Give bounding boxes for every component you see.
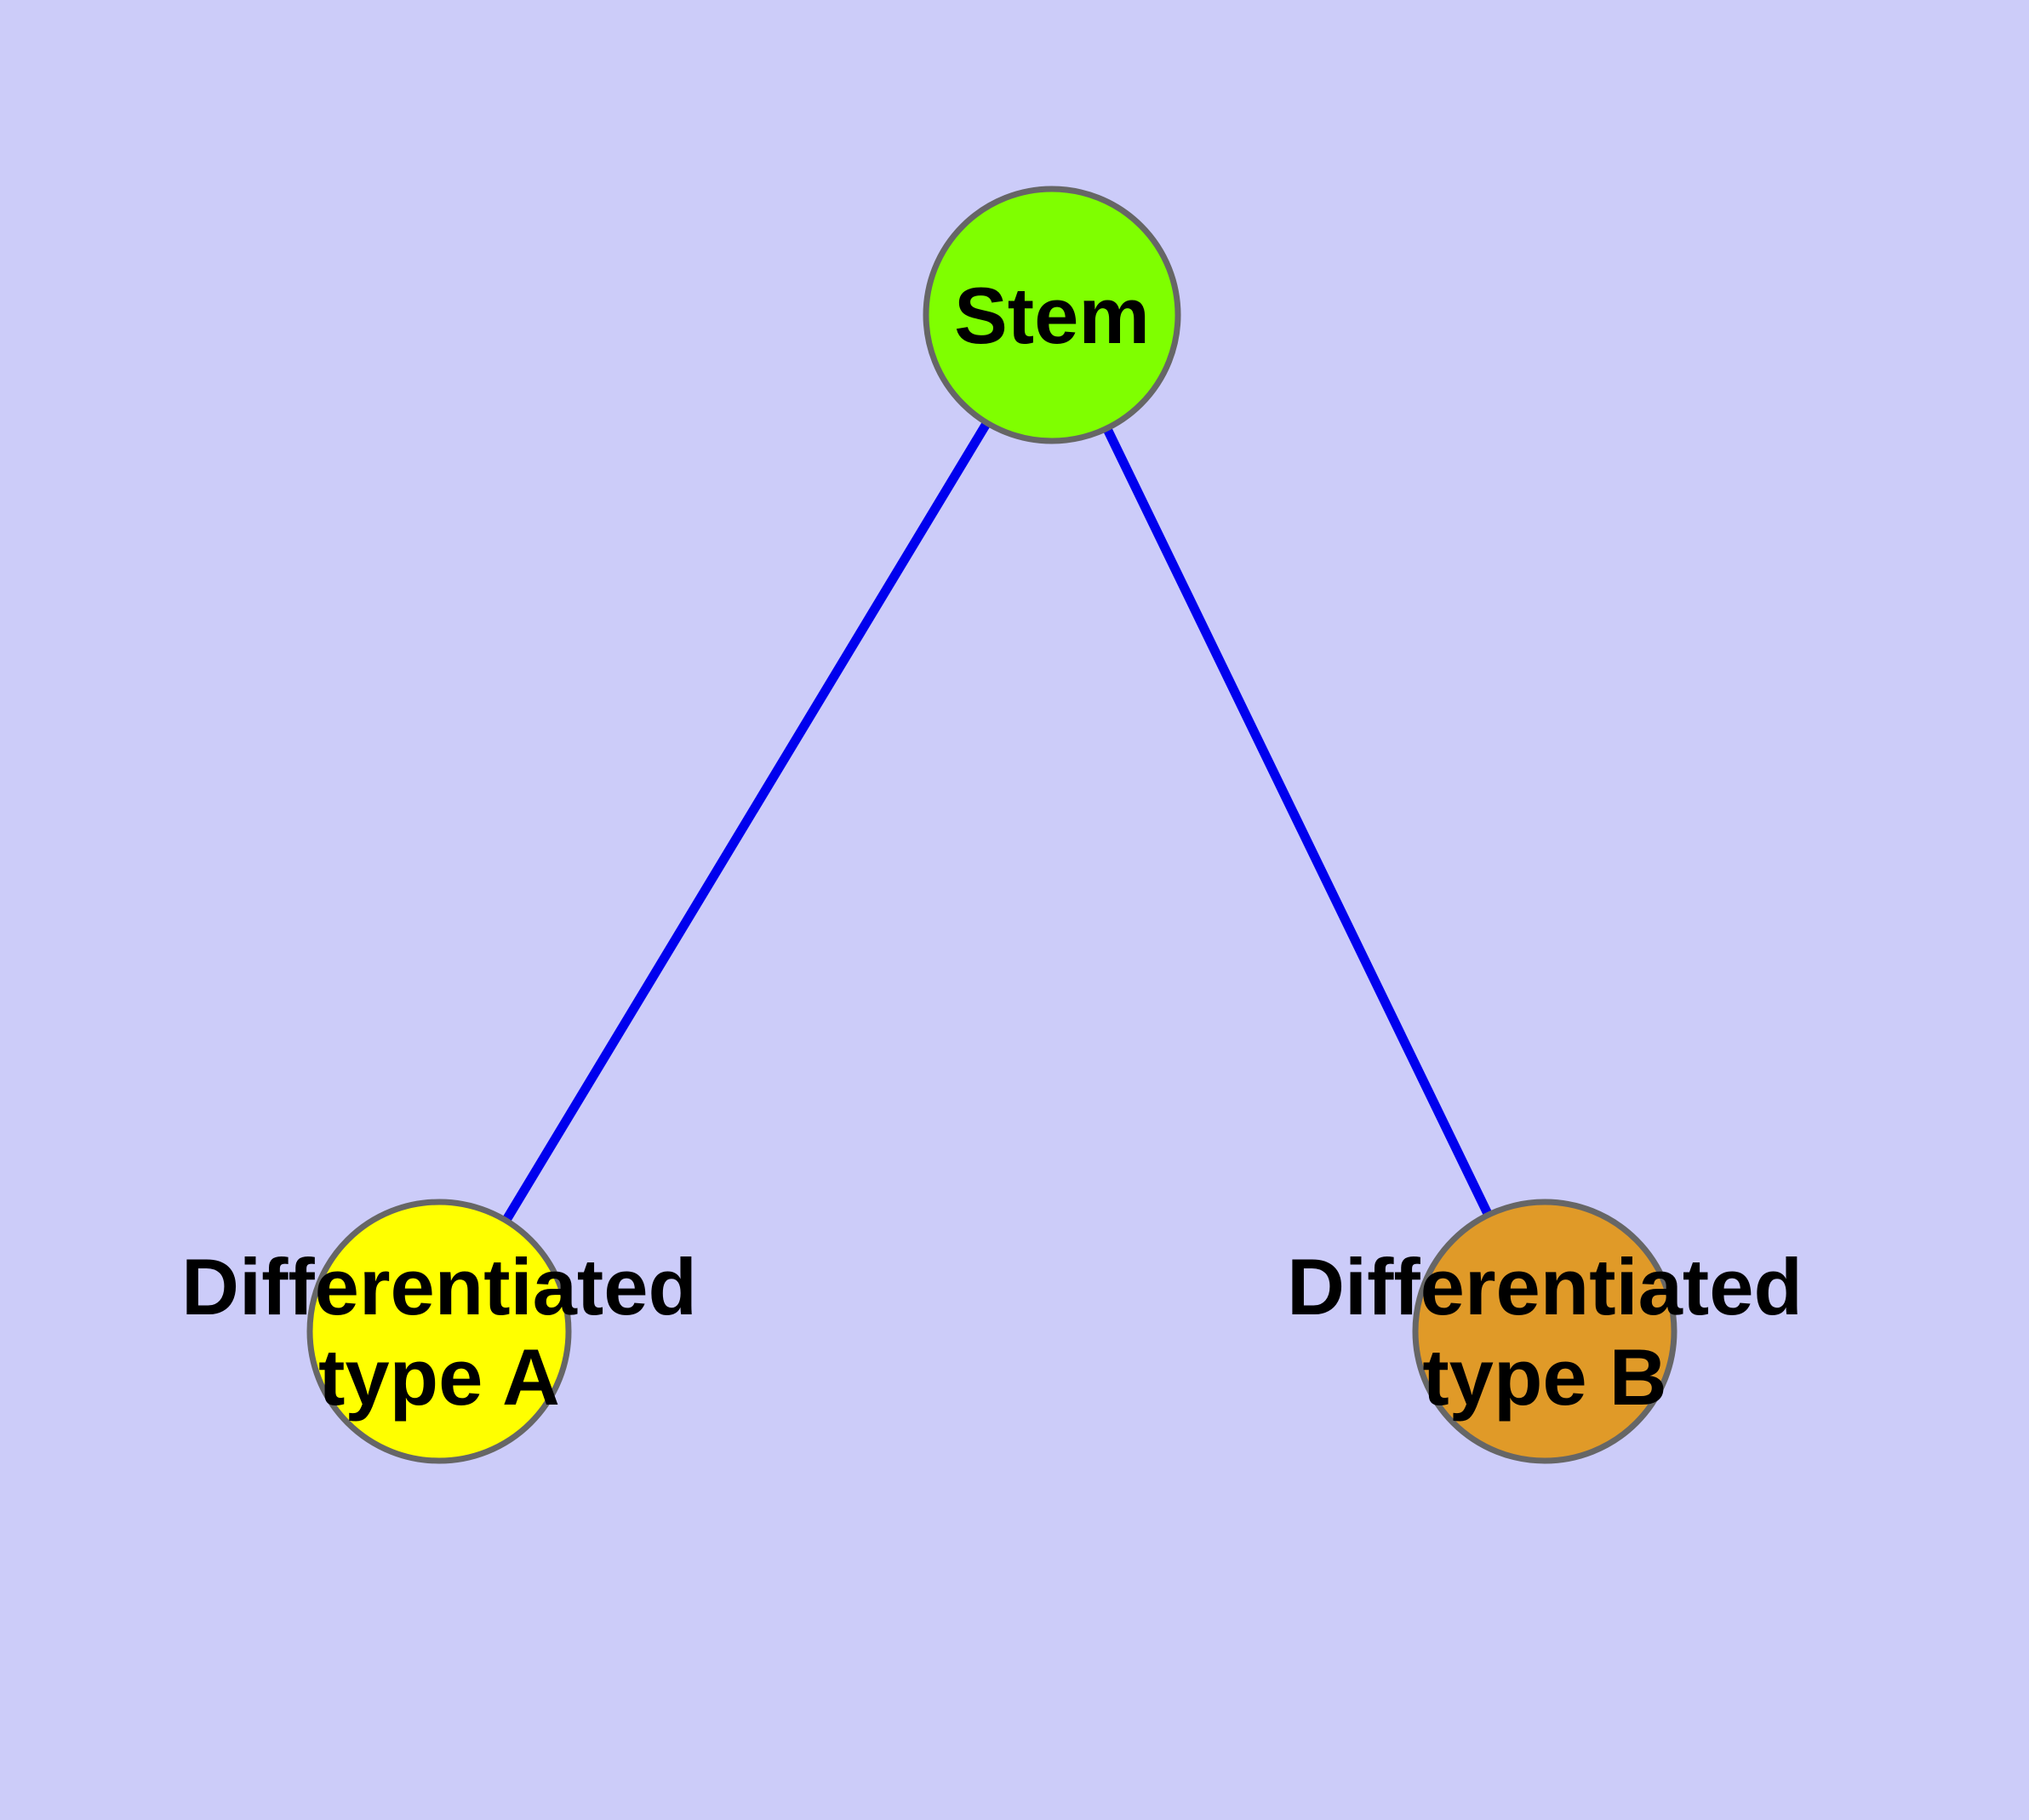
node-diff_a[interactable]: [306, 1199, 572, 1464]
edge-stem-diff-b[interactable]: [1048, 312, 1549, 1334]
node-label-line: Differentiated: [181, 1242, 697, 1331]
node-layer: [306, 186, 1677, 1464]
edge-stem-diff-a[interactable]: [435, 312, 1056, 1334]
node-label-stem: Stem: [954, 271, 1150, 360]
node-label-line: type B: [1422, 1332, 1666, 1422]
edge-layer: [435, 312, 1549, 1334]
node-label-line: Stem: [954, 271, 1150, 360]
node-label-line: Differentiated: [1287, 1242, 1803, 1331]
node-stem[interactable]: [923, 186, 1181, 444]
node-label-line: type A: [318, 1332, 560, 1422]
node-diff_b[interactable]: [1412, 1199, 1677, 1464]
